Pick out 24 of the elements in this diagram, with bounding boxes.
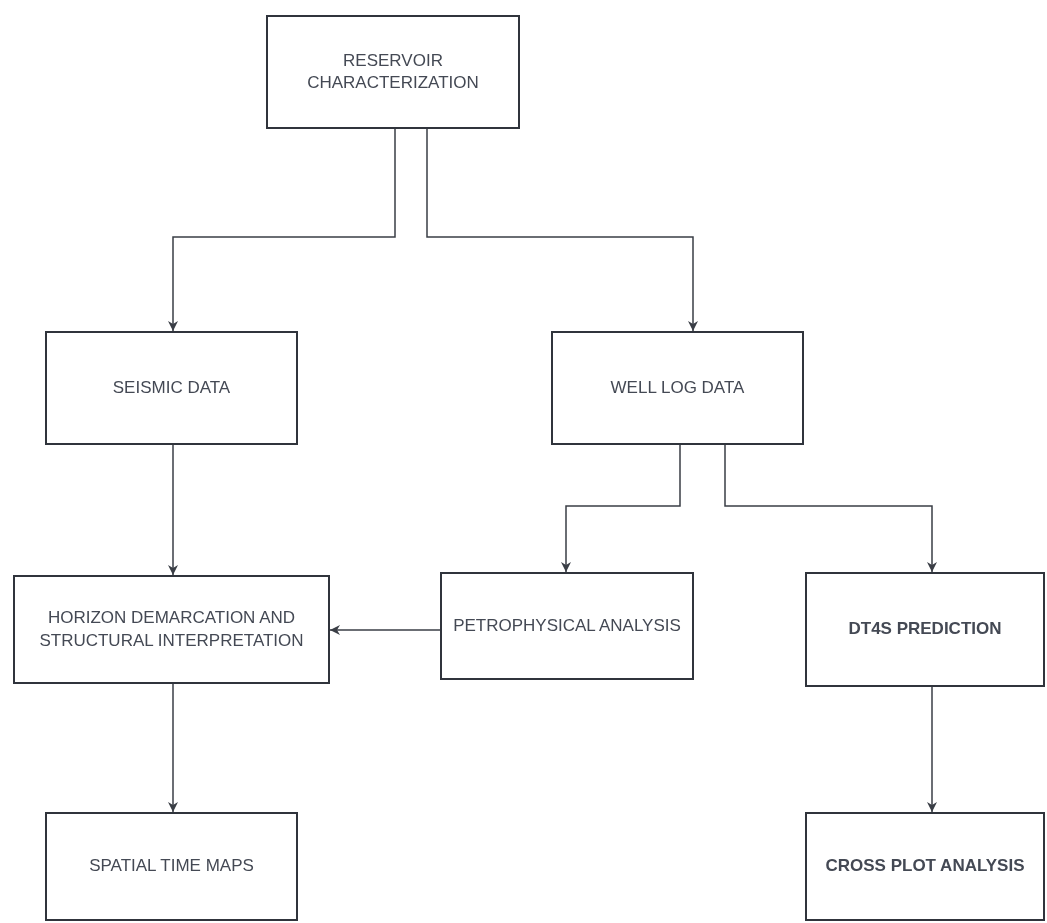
process-box [45,331,298,445]
arrow [168,683,178,813]
process-box [440,572,694,680]
process-box [13,575,330,684]
box-label: PETROPHYSICAL ANALYSIS [453,614,681,637]
box-label: DT4S PREDICTION [848,618,1002,641]
box-label: RESERVOIR CHARACTERIZATION [306,49,480,94]
process-box [266,15,520,129]
box-label: SEISMIC DATA [112,376,231,399]
arrow [426,128,698,332]
arrow [724,444,937,573]
arrow [561,444,681,573]
box-label: CROSS PLOT ANALYSIS [825,855,1025,878]
box-label: WELL LOG DATA [610,376,745,399]
arrow [927,686,937,813]
box-label: HORIZON DEMARCATION AND STRUCTURAL INTERPRETATION [38,607,305,652]
process-box [805,572,1045,687]
arrow [329,625,441,635]
arrow [168,128,396,332]
process-box [551,331,804,445]
arrow [168,444,178,576]
process-box [805,812,1045,921]
box-label: SPATIAL TIME MAPS [89,855,254,878]
process-box [45,812,298,921]
